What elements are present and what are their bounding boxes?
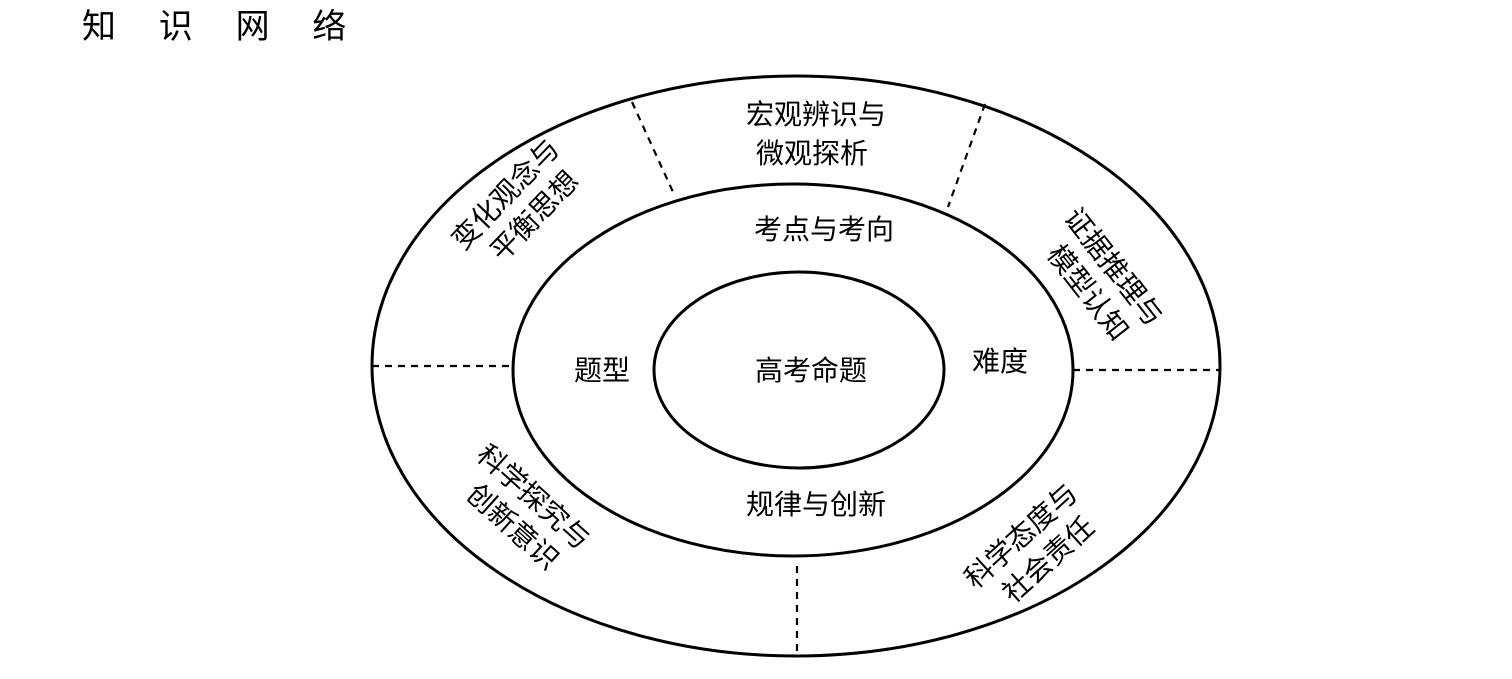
core-ring	[652, 270, 946, 470]
outer-top-line-1: 宏观辨识与	[746, 98, 886, 131]
page-title: 知 识 网 络	[82, 7, 363, 47]
middle-left-label: 题型	[574, 354, 630, 387]
middle-top-label: 考点与考向	[754, 213, 894, 246]
outer-upper-left-label: 变化观念与 平衡思想	[445, 126, 598, 281]
middle-right-label: 难度	[972, 345, 1028, 378]
middle-bottom-label: 规律与创新	[746, 488, 886, 521]
divider-top-left	[630, 101, 675, 193]
outer-lower-left-label: 科学探究与 创新意识	[446, 438, 603, 589]
outer-upper-right-label: 证据推理与 模型认知	[1029, 202, 1175, 362]
outer-top-label: 宏观辨识与 微观探析	[746, 98, 895, 170]
core-label: 高考命题	[755, 354, 867, 387]
outer-lower-right-label: 科学态度与 社会责任	[958, 471, 1115, 622]
divider-top-right	[946, 103, 987, 208]
outer-top-line-2: 微观探析	[756, 137, 868, 170]
